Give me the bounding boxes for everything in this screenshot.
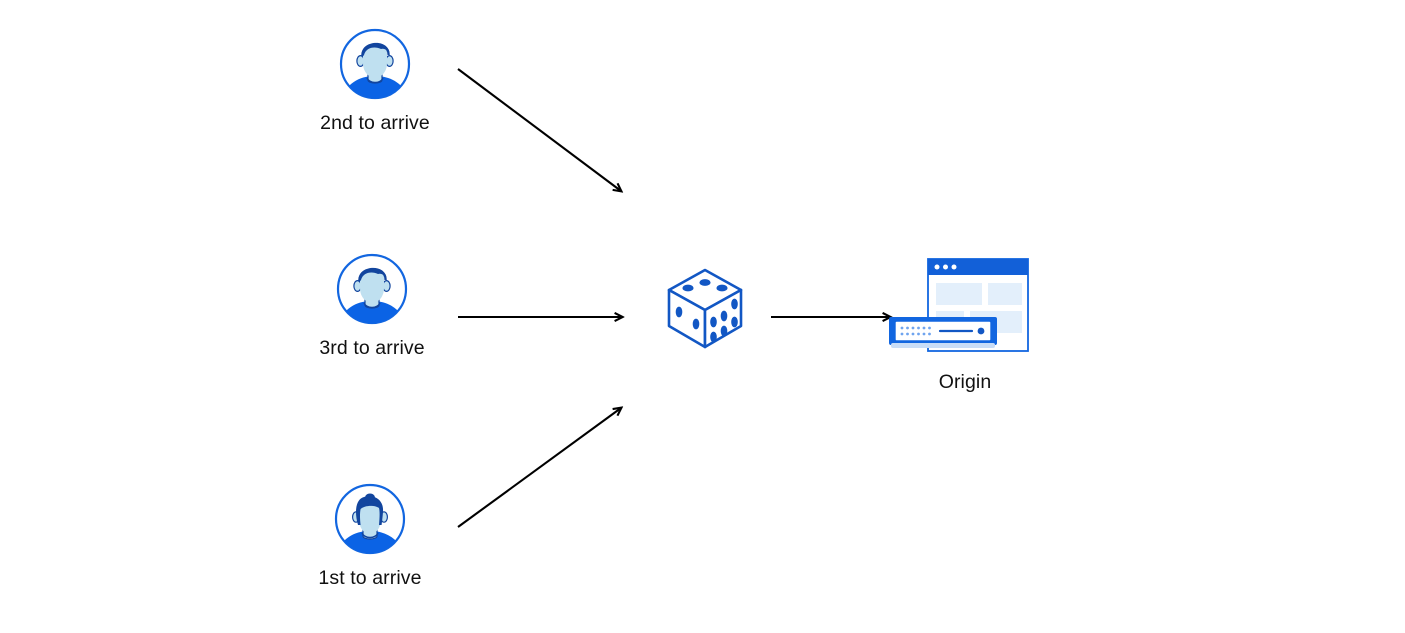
- user-avatar-icon: [337, 26, 413, 102]
- client-label-1st: 1st to arrive: [318, 567, 422, 589]
- origin-label: Origin: [938, 371, 992, 393]
- edge-1st-to-dice: [457, 408, 621, 528]
- server-device: [889, 317, 997, 348]
- dice-icon: [660, 262, 750, 352]
- client-node-2nd[interactable]: 2nd to arrive: [295, 26, 455, 135]
- origin-node[interactable]: Origin: [880, 255, 1050, 394]
- user-avatar-icon: [334, 251, 410, 327]
- client-label-2nd: 2nd to arrive: [320, 112, 430, 134]
- client-node-1st[interactable]: 1st to arrive: [290, 481, 450, 590]
- client-label-3rd: 3rd to arrive: [319, 337, 425, 359]
- user-avatar-icon: [332, 481, 408, 557]
- client-node-3rd[interactable]: 3rd to arrive: [292, 251, 452, 360]
- dice-node[interactable]: [660, 262, 750, 352]
- edge-2nd-to-dice: [457, 68, 621, 191]
- origin-server-icon: [880, 255, 1050, 365]
